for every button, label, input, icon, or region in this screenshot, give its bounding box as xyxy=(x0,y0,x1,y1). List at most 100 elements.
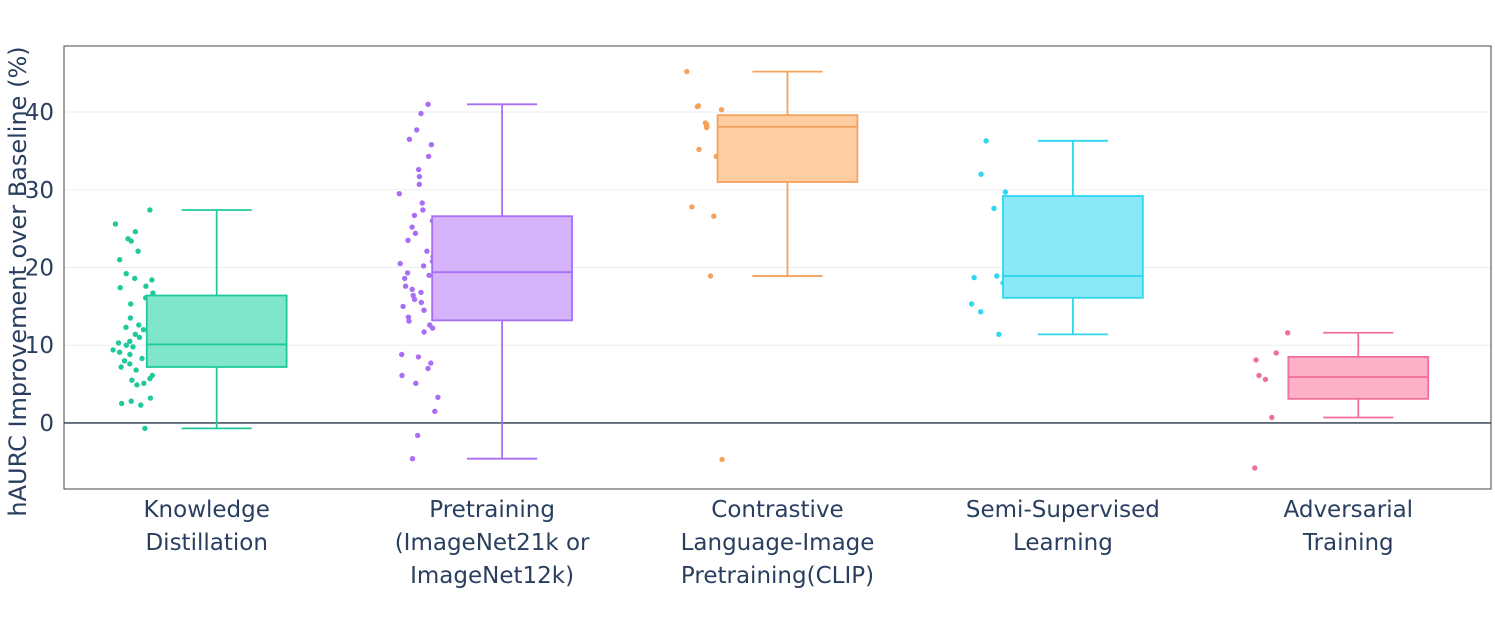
data-point xyxy=(405,237,411,243)
series-group xyxy=(968,138,1144,337)
data-point xyxy=(133,367,139,373)
data-point xyxy=(406,136,413,142)
data-point xyxy=(424,248,430,254)
data-point xyxy=(123,324,129,330)
data-point xyxy=(150,290,156,296)
data-point xyxy=(409,286,415,292)
series-group xyxy=(684,68,859,463)
data-point xyxy=(147,375,153,382)
y-tick-label: 30 xyxy=(25,178,54,204)
data-point xyxy=(132,275,138,282)
data-point xyxy=(1285,330,1291,336)
data-point xyxy=(132,331,138,337)
plot-area xyxy=(110,68,1430,471)
data-point xyxy=(991,205,997,212)
data-point xyxy=(128,301,134,307)
data-point xyxy=(412,230,419,236)
y-tick-label: 40 xyxy=(25,100,54,126)
x-axis-categories: KnowledgeDistillationPretraining(ImageNe… xyxy=(143,497,1413,589)
data-point xyxy=(971,274,977,281)
y-tick-label: 0 xyxy=(39,411,54,437)
data-point xyxy=(147,395,154,401)
data-point xyxy=(112,221,119,227)
x-category-label: Adversarial xyxy=(1284,497,1414,523)
data-point xyxy=(400,303,406,310)
series-group xyxy=(110,207,288,432)
data-point xyxy=(694,103,700,110)
data-point xyxy=(118,364,124,370)
data-point xyxy=(428,360,434,366)
data-point xyxy=(110,347,116,353)
x-category-label: Language-Image xyxy=(681,530,875,556)
data-point xyxy=(127,338,133,344)
iqr-box xyxy=(716,114,859,183)
data-point xyxy=(413,380,419,386)
data-point xyxy=(402,283,409,289)
data-point xyxy=(130,344,136,350)
data-point xyxy=(142,425,148,432)
iqr-box xyxy=(1002,195,1144,299)
data-point xyxy=(416,173,423,180)
plot-frame xyxy=(63,45,1492,490)
x-category-label: Training xyxy=(1302,530,1394,556)
data-point xyxy=(419,200,425,206)
y-tick-label: 20 xyxy=(25,256,54,282)
data-point xyxy=(418,289,424,296)
data-point xyxy=(147,207,153,213)
data-point xyxy=(121,358,128,364)
data-point xyxy=(689,204,695,210)
x-category-label: Semi-Supervised xyxy=(966,497,1160,523)
x-category-label: Contrastive xyxy=(711,497,843,523)
data-point xyxy=(399,351,405,358)
x-category-label: Distillation xyxy=(145,530,267,556)
data-point xyxy=(719,456,725,463)
data-point xyxy=(115,340,122,346)
data-point xyxy=(1002,189,1009,195)
data-point xyxy=(402,275,408,282)
data-point xyxy=(116,349,123,355)
x-category-label: (ImageNet21k or xyxy=(395,530,590,556)
data-point xyxy=(428,142,435,148)
data-point xyxy=(996,331,1002,337)
data-point xyxy=(425,101,431,108)
data-point xyxy=(149,277,155,283)
data-point xyxy=(415,166,422,173)
data-point xyxy=(128,398,134,404)
data-point xyxy=(143,283,149,289)
data-point xyxy=(416,181,422,187)
data-point xyxy=(420,263,427,269)
data-point xyxy=(406,318,412,324)
data-point xyxy=(707,273,714,279)
data-point xyxy=(421,329,427,335)
grid-lines xyxy=(64,111,1491,346)
data-point xyxy=(696,146,702,153)
data-point xyxy=(435,394,441,400)
data-point xyxy=(1252,465,1258,471)
data-point xyxy=(432,408,438,414)
data-point xyxy=(409,224,415,230)
data-point xyxy=(127,315,134,321)
data-point xyxy=(703,124,710,131)
data-point xyxy=(129,377,135,383)
data-point xyxy=(983,138,989,144)
series-group xyxy=(396,101,573,462)
data-point xyxy=(1262,376,1269,383)
data-point xyxy=(978,171,984,177)
data-point xyxy=(994,273,1000,279)
data-point xyxy=(1273,350,1279,356)
data-point xyxy=(139,355,145,362)
data-point xyxy=(117,285,123,291)
data-point xyxy=(968,301,975,307)
data-point xyxy=(127,351,133,358)
series-group xyxy=(1252,330,1430,471)
data-point xyxy=(718,107,725,113)
data-point xyxy=(414,127,420,133)
data-point xyxy=(415,354,422,360)
data-point xyxy=(397,260,403,267)
data-point xyxy=(418,299,424,306)
data-point xyxy=(140,327,147,333)
data-point xyxy=(399,372,405,379)
data-point xyxy=(138,402,144,408)
